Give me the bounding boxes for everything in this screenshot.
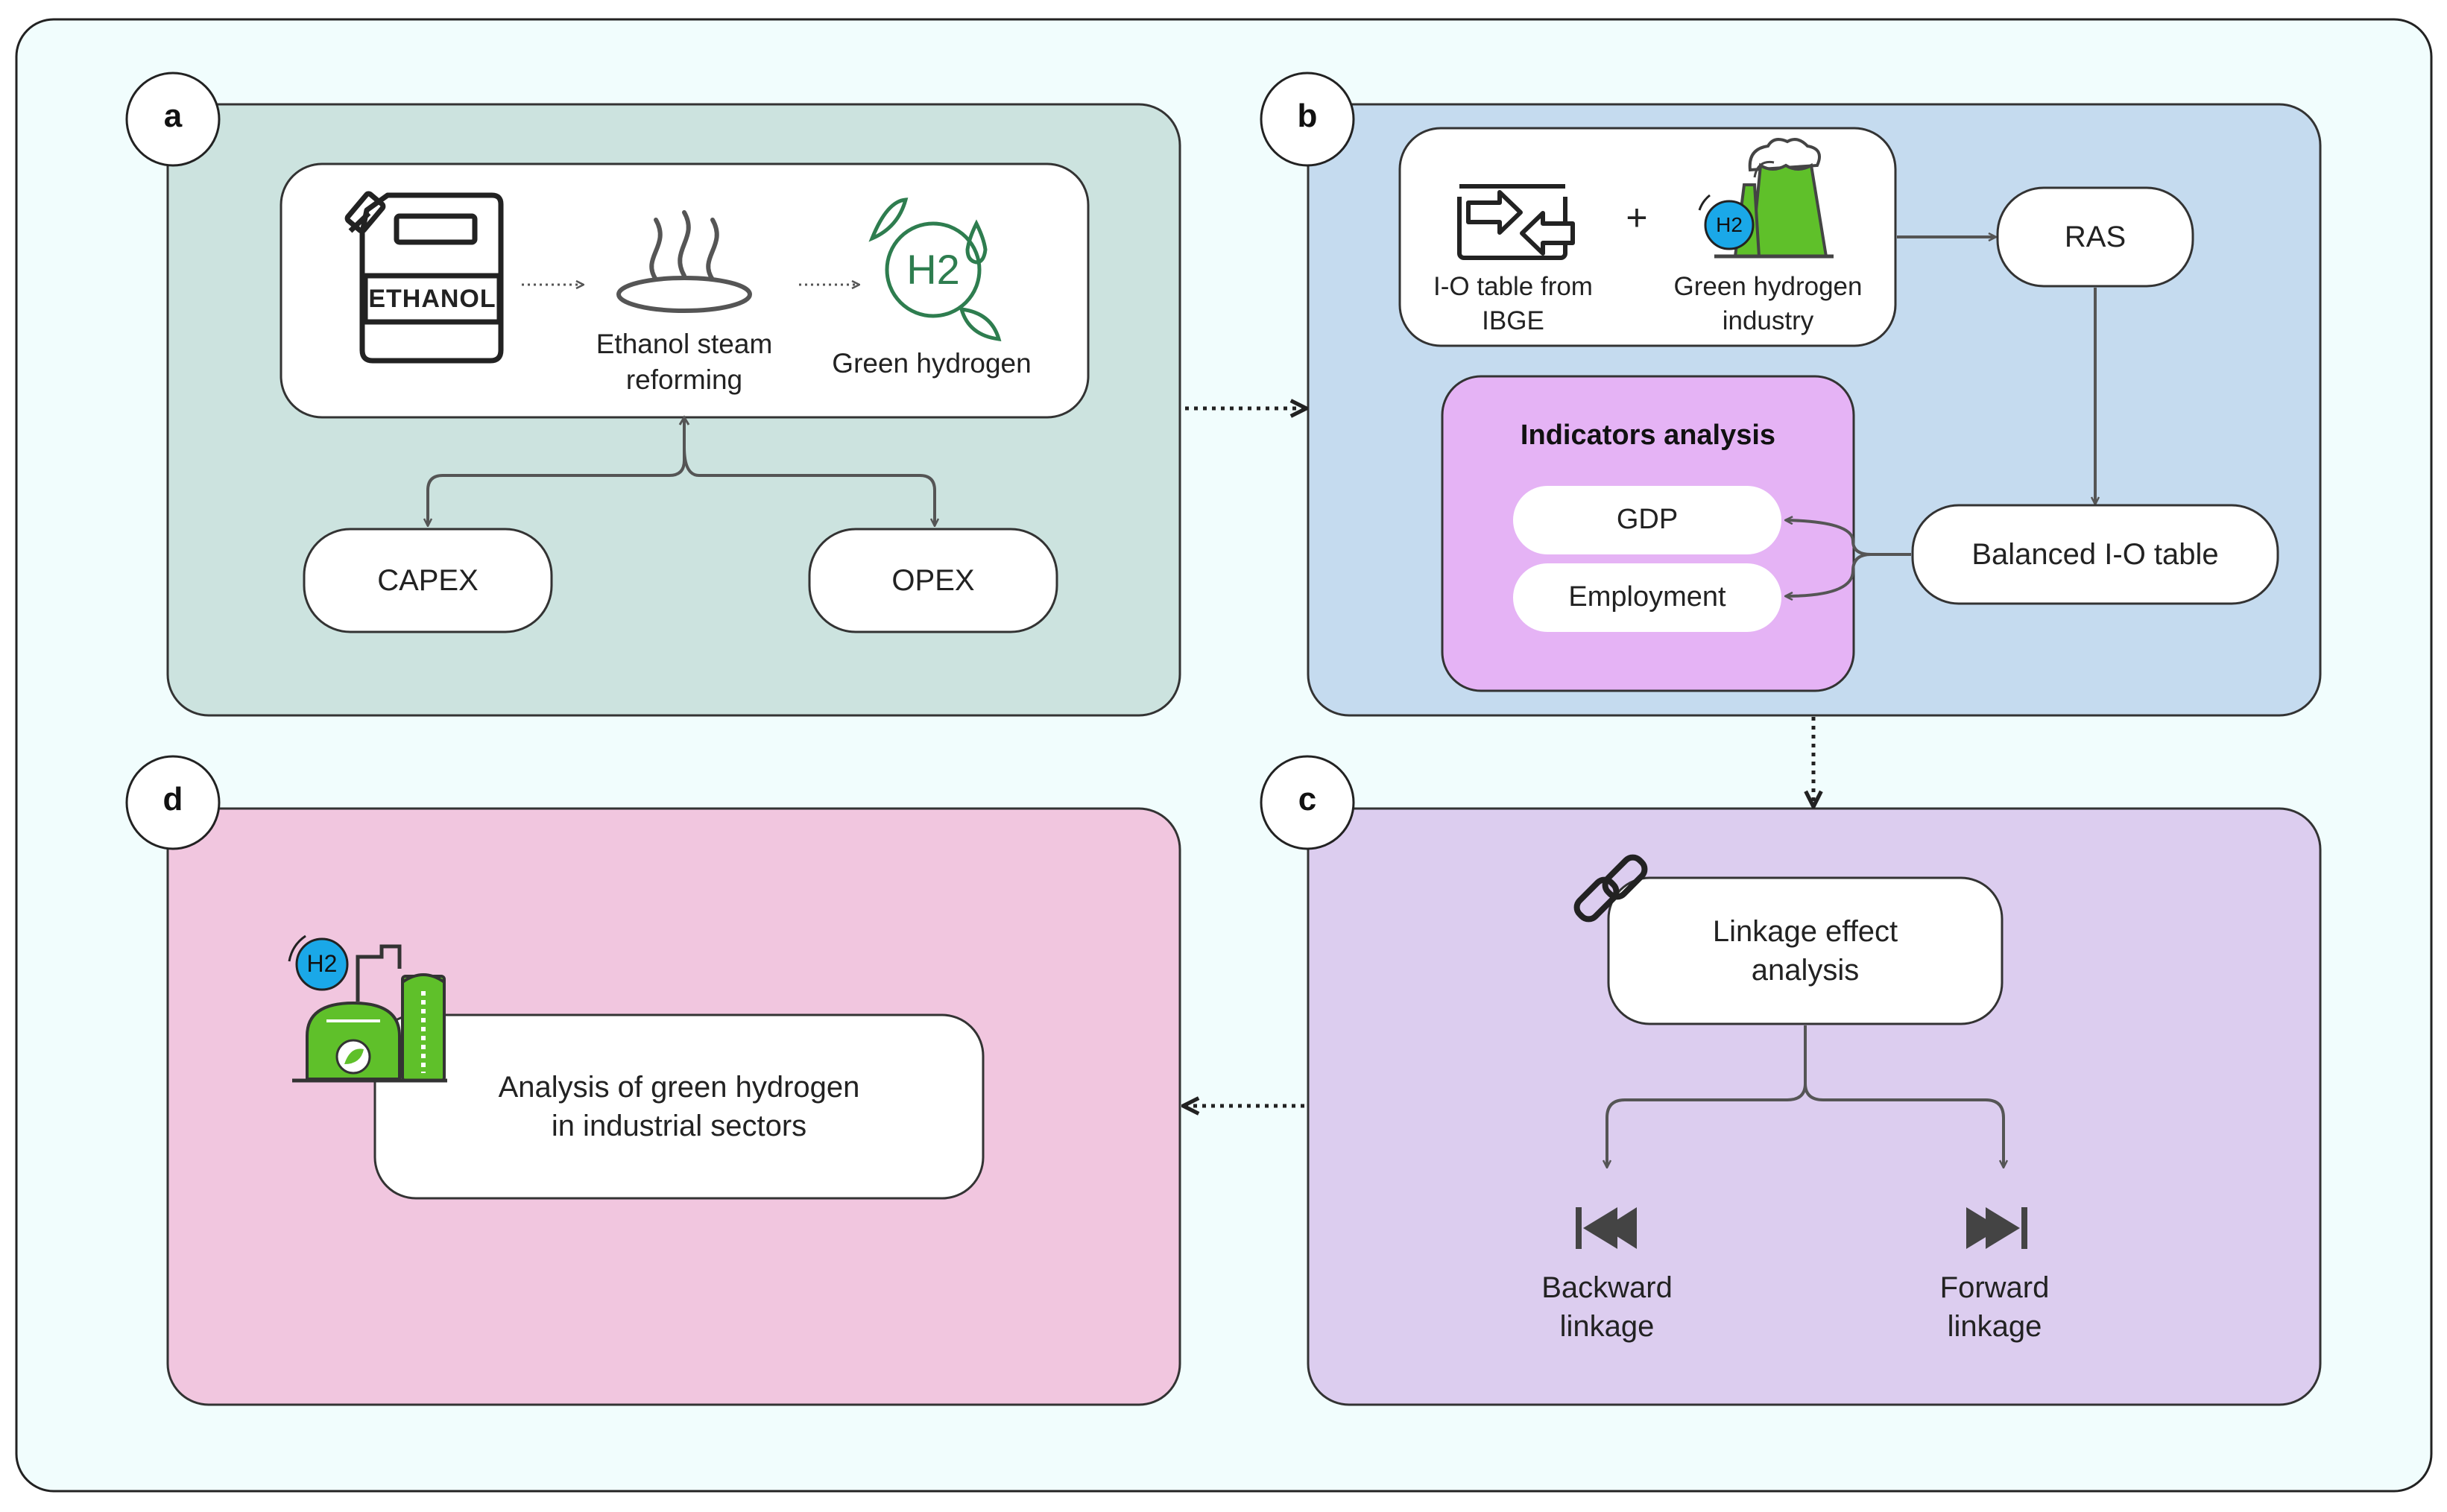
badge-b: [1260, 72, 1355, 167]
gdp-box: [1513, 486, 1781, 554]
rewind-icon: [1576, 1207, 1637, 1249]
capex-box: [303, 528, 553, 633]
badge-a: [125, 72, 221, 167]
connector-capex: [428, 419, 686, 525]
chain-link-icon: [1573, 854, 1648, 923]
connector-forward: [1804, 1083, 2004, 1167]
fast-forward-icon: [1966, 1207, 2027, 1249]
factory-icon: [1698, 138, 1834, 259]
linkage-box: [1607, 876, 2004, 1025]
ethanol-can-icon: [344, 191, 504, 364]
ras-box: [1996, 186, 2194, 288]
io-table-icon: [1456, 176, 1575, 260]
badge-c: [1260, 755, 1355, 850]
badge-d: [125, 755, 221, 850]
connector-up-tick: [678, 415, 690, 426]
steam-icon: [616, 210, 752, 313]
analysis-box: [373, 1013, 985, 1200]
connector-opex: [683, 446, 935, 525]
employment-box: [1513, 563, 1781, 632]
connector-indicators-2: [1786, 553, 1872, 596]
connector-backward: [1607, 1025, 1807, 1167]
biogas-plant-icon: [288, 934, 447, 1083]
balanced-box: [1911, 504, 2279, 605]
opex-box: [808, 528, 1058, 633]
h2-leaf-icon: [868, 197, 1002, 341]
connector-indicators: [1786, 520, 1911, 556]
